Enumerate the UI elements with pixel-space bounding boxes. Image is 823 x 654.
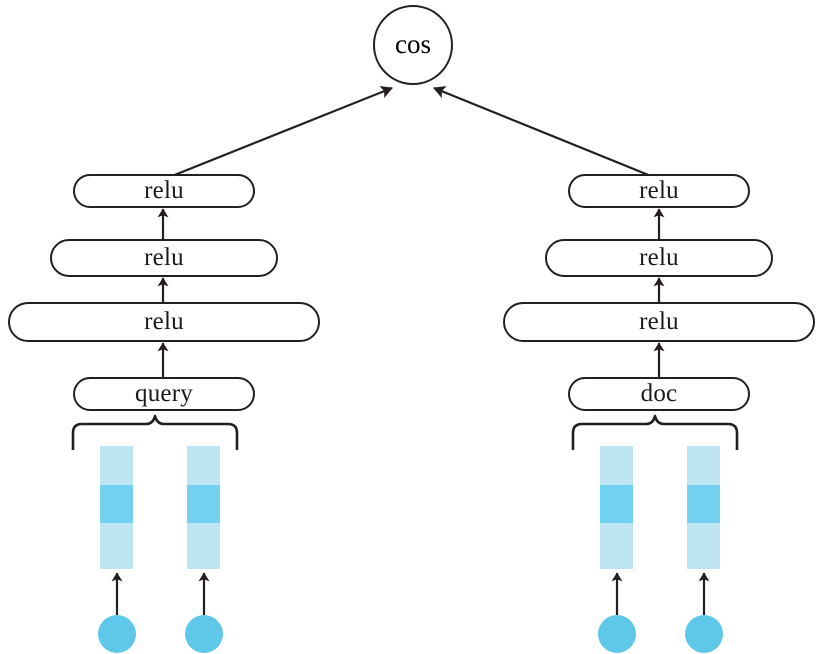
doc-tower-relu-2-box[interactable]: relu: [545, 239, 773, 277]
query-tower-input-brace: [71, 414, 239, 450]
doc-to-cos-edge: [433, 86, 652, 178]
embedding-segment-mid: [187, 485, 220, 523]
doc-tower-token-dot[interactable]: [598, 615, 636, 653]
doc-tower-input-brace: [571, 414, 739, 450]
query-tower-token-dot[interactable]: [98, 615, 136, 653]
doc-tower-relu-1-box[interactable]: relu: [503, 302, 815, 342]
query-tower-layer-label: relu: [144, 176, 184, 204]
score-edges-group: [171, 86, 652, 178]
cos-label: cos: [395, 28, 431, 59]
embedding-segment-light: [600, 523, 633, 569]
embedding-segment-light: [187, 523, 220, 569]
doc-tower-token-dot[interactable]: [685, 615, 723, 653]
query-tower-embedding-bar: [100, 446, 133, 569]
doc-tower-embedding-bar: [687, 446, 720, 569]
embedding-segment-light: [187, 446, 220, 485]
doc-tower-layer-label: relu: [639, 243, 679, 271]
embedding-segment-light: [100, 523, 133, 569]
query-to-cos-edge: [171, 86, 393, 178]
brace-group: [71, 414, 739, 450]
query-tower-layer-label: query: [135, 379, 193, 407]
stack-arrows-group: [157, 208, 665, 377]
doc-tower-input-box[interactable]: doc: [568, 377, 750, 411]
query-tower-input-box[interactable]: query: [73, 377, 255, 411]
doc-tower-embedding-bar: [600, 446, 633, 569]
query-tower-layer-label: relu: [144, 243, 184, 271]
query-tower-layer-label: relu: [144, 307, 184, 335]
embedding-segment-light: [687, 446, 720, 485]
embedding-segment-mid: [100, 485, 133, 523]
embedding-segment-light: [600, 446, 633, 485]
embedding-segment-mid: [600, 485, 633, 523]
query-tower-relu-3-box[interactable]: relu: [73, 174, 255, 208]
doc-tower-relu-3-box[interactable]: relu: [568, 174, 750, 208]
doc-tower-layer-label: relu: [639, 307, 679, 335]
query-tower-token-dot[interactable]: [185, 615, 223, 653]
query-tower-embedding-bar: [187, 446, 220, 569]
query-tower-relu-1-box[interactable]: relu: [8, 302, 320, 342]
embedding-segment-mid: [687, 485, 720, 523]
query-tower-relu-2-box[interactable]: relu: [50, 239, 278, 277]
embedding-segment-light: [100, 446, 133, 485]
cosine-similarity-node[interactable]: cos: [373, 5, 453, 85]
embedding-segment-light: [687, 523, 720, 569]
token-arrow-group: [111, 572, 710, 615]
doc-tower-layer-label: doc: [640, 379, 678, 407]
doc-tower-layer-label: relu: [639, 176, 679, 204]
